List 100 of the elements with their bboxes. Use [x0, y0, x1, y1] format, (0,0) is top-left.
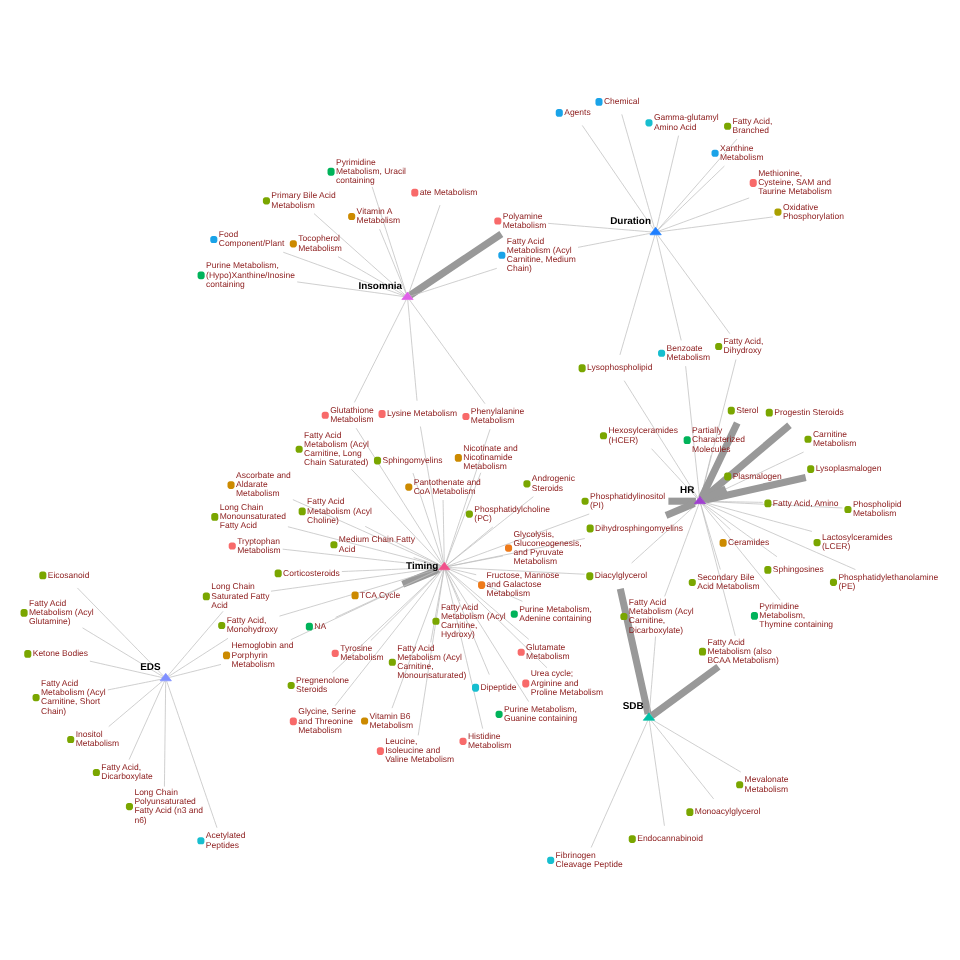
node-circle — [586, 571, 594, 580]
connector — [649, 662, 721, 718]
node-triangle — [159, 672, 172, 681]
connector — [685, 364, 700, 496]
connector — [655, 233, 682, 340]
connector — [447, 512, 590, 566]
connector — [446, 568, 548, 668]
node-circle — [298, 506, 306, 515]
node-circle — [736, 780, 744, 788]
node-circle — [197, 836, 205, 844]
connector — [164, 679, 167, 786]
node-circle — [210, 234, 218, 242]
node-circle — [724, 471, 732, 480]
connector — [449, 568, 523, 601]
node-circle — [715, 342, 723, 350]
node-circle — [711, 148, 719, 156]
connector — [128, 679, 165, 759]
node-circle — [804, 434, 812, 442]
node-circle — [844, 504, 852, 512]
node-circle — [125, 802, 133, 810]
node-circle — [599, 431, 607, 439]
node-triangle — [693, 494, 706, 504]
node-circle — [578, 363, 586, 372]
connector — [446, 495, 534, 565]
connector — [445, 568, 529, 701]
connector — [391, 568, 444, 708]
node-circle — [24, 648, 32, 657]
connector — [334, 568, 443, 705]
connector — [364, 525, 442, 566]
connector — [664, 499, 696, 518]
connector — [282, 250, 405, 296]
connector — [705, 502, 856, 569]
node-circle — [67, 735, 75, 743]
node-circle — [517, 647, 525, 655]
node-circle — [628, 834, 636, 842]
node-circle — [321, 410, 329, 418]
connector — [631, 502, 698, 563]
node-triangle — [438, 560, 451, 570]
connector — [279, 567, 440, 616]
node-circle — [764, 565, 772, 573]
node-circle — [813, 538, 821, 546]
connector — [577, 231, 652, 247]
node-circle — [330, 540, 338, 548]
node-circle — [555, 108, 563, 116]
node-circle — [727, 405, 735, 414]
node-triangle — [649, 226, 662, 235]
connector — [417, 568, 445, 735]
connector — [341, 566, 441, 571]
connector — [444, 568, 484, 728]
node-circle — [749, 178, 757, 186]
node-circle — [829, 577, 837, 585]
node-circle — [405, 482, 413, 490]
connector — [166, 679, 218, 828]
node-circle — [719, 538, 727, 546]
node-circle — [376, 746, 384, 754]
node-circle — [361, 716, 369, 724]
connector — [108, 679, 163, 726]
node-circle — [462, 411, 470, 420]
connector — [446, 525, 494, 565]
node-circle — [620, 611, 628, 620]
connector — [648, 719, 665, 826]
node-circle — [274, 568, 282, 577]
node-circle — [498, 250, 506, 258]
node-circle — [472, 682, 480, 691]
connector — [652, 719, 742, 772]
node-circle — [373, 455, 382, 464]
connector — [409, 298, 486, 404]
connector — [442, 498, 445, 562]
connector — [401, 565, 441, 587]
node-circle — [465, 509, 473, 517]
node-circle — [645, 118, 653, 126]
connector — [664, 502, 700, 596]
node-circle — [262, 196, 270, 204]
node-circle — [522, 678, 530, 687]
connector — [351, 467, 443, 565]
connector — [355, 426, 443, 564]
connector — [167, 609, 224, 676]
connector — [447, 566, 586, 574]
connector — [445, 568, 461, 601]
connector — [332, 568, 443, 672]
connector — [337, 255, 405, 295]
connector — [657, 233, 731, 334]
node-circle — [305, 621, 313, 630]
node-circle — [547, 855, 555, 863]
node-circle — [807, 464, 815, 472]
connector — [650, 719, 714, 799]
connector — [590, 718, 649, 847]
node-circle — [505, 543, 513, 551]
node-circle — [478, 580, 486, 588]
node-circle — [432, 616, 440, 624]
connector — [296, 280, 405, 296]
node-circle — [289, 239, 297, 247]
node-circle — [295, 444, 303, 452]
connector — [703, 502, 778, 557]
node-circle — [351, 590, 359, 599]
node-circle — [688, 577, 696, 585]
node-circle — [202, 591, 210, 600]
node-circle — [698, 646, 707, 655]
connector — [407, 298, 418, 401]
node-circle — [378, 409, 386, 417]
